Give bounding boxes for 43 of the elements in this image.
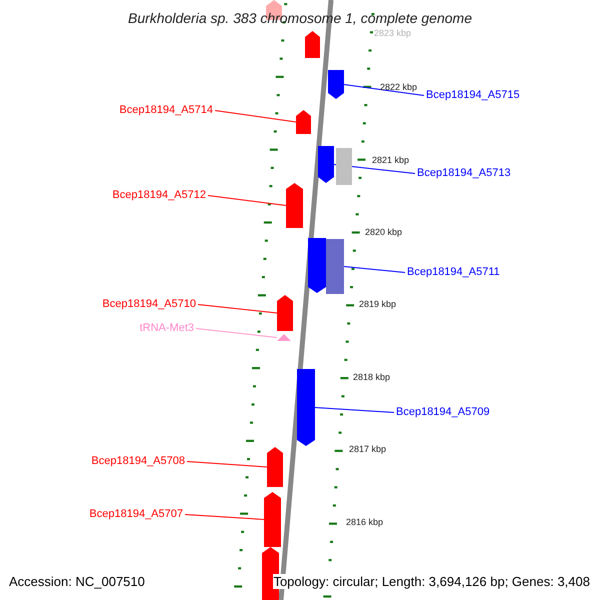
gene-marker [318, 146, 334, 183]
leader-line [208, 195, 286, 206]
gene-marker [264, 492, 281, 547]
gene-label: Bcep18194_A5715 [426, 89, 520, 102]
gene-block [336, 148, 352, 185]
leader-line [186, 461, 268, 468]
genome-info-text: Topology: circular; Length: 3,694,126 bp; Genes: 3,408 [273, 574, 590, 589]
gene-marker [308, 238, 326, 293]
scale-label: 2822 kbp [380, 82, 418, 93]
gene-marker [328, 70, 344, 99]
trna-marker [277, 334, 291, 341]
gene-marker [296, 110, 311, 134]
scale-label: 2817 kbp [349, 444, 386, 455]
scale-label: 2823 kbp [374, 28, 412, 39]
scale-label: 2820 kbp [365, 227, 402, 238]
title: Burkholderia sp. 383 chromosome 1, complete genome [127, 10, 473, 26]
leader-line [198, 304, 278, 314]
gene-label: Bcep18194_A5709 [396, 406, 490, 419]
leader-line [196, 328, 278, 338]
gene-label: Bcep18194_A5710 [102, 298, 196, 311]
scale-label: 2816 kbp [346, 517, 384, 528]
gene-block [326, 239, 344, 294]
gene-marker [277, 295, 293, 331]
leader-line [344, 84, 424, 96]
gene-marker [286, 183, 303, 228]
scale-label: 2819 kbp [359, 299, 396, 310]
scale-label: 2821 kbp [372, 155, 410, 166]
gene-label: Bcep18194_A5712 [112, 189, 206, 202]
gene-marker [297, 369, 315, 446]
scale-label: 2818 kbp [353, 372, 390, 383]
leader-line [184, 514, 264, 520]
accession-text: Accession: NC_007510 [9, 574, 145, 589]
gene-label: Bcep18194_A5707 [89, 508, 183, 521]
gene-label: Bcep18194_A5708 [91, 455, 185, 468]
gene-label: Bcep18194_A5714 [119, 104, 213, 117]
gene-marker [267, 447, 283, 487]
leader-line [344, 266, 406, 273]
leader-line [214, 110, 296, 122]
gene-label: Bcep18194_A5713 [417, 167, 511, 180]
gene-label: tRNA-Met3 [140, 322, 194, 335]
gene-marker [305, 31, 320, 58]
leader-line [314, 407, 394, 413]
gene-label: Bcep18194_A5711 [407, 266, 500, 279]
